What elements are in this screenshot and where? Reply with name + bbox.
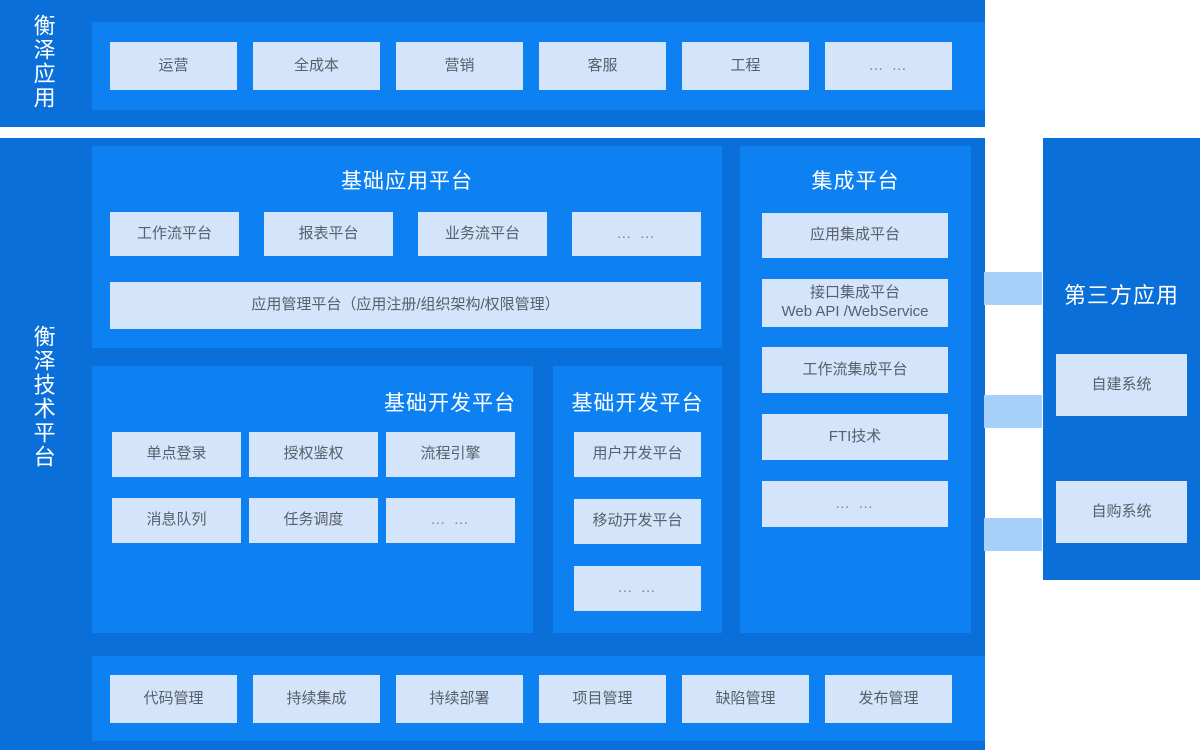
devops-tile-continuous-deployment[interactable]: 持续部署 <box>396 675 523 723</box>
base-app-tile-report-platform[interactable]: 报表平台 <box>264 212 393 256</box>
dev-tile-single-sign-on[interactable]: 单点登录 <box>112 432 241 477</box>
devops-tile-release-management[interactable]: 发布管理 <box>825 675 952 723</box>
app-tile-engineering[interactable]: 工程 <box>682 42 809 90</box>
dev-tile-process-engine[interactable]: 流程引擎 <box>386 432 515 477</box>
integration-tile-workflow-integration[interactable]: 工作流集成平台 <box>762 347 948 393</box>
dev-side-tile-user-development-platform[interactable]: 用户开发平台 <box>574 432 701 477</box>
integration-tile-fti-technology[interactable]: FTI技术 <box>762 414 948 460</box>
dev-side-tile-more[interactable]: … … <box>574 566 701 611</box>
base-app-tile-more[interactable]: … … <box>572 212 701 256</box>
connector-block-2 <box>984 395 1042 428</box>
devops-tile-defect-management[interactable]: 缺陷管理 <box>682 675 809 723</box>
integration-tile-interface-integration[interactable]: 接口集成平台 Web API /WebService <box>762 279 948 327</box>
devops-tile-code-management[interactable]: 代码管理 <box>110 675 237 723</box>
base-development-platform-side-panel: 基础开发平台 用户开发平台 移动开发平台 … … <box>553 366 722 633</box>
application-management-platform-tile[interactable]: 应用管理平台（应用注册/组织架构/权限管理） <box>110 282 701 329</box>
integration-tile-application-integration[interactable]: 应用集成平台 <box>762 213 948 258</box>
dev-tile-more[interactable]: … … <box>386 498 515 543</box>
dev-tile-task-scheduling[interactable]: 任务调度 <box>249 498 378 543</box>
integration-platform-title: 集成平台 <box>811 170 900 193</box>
applications-rail-label: 衡泽应用 <box>30 14 56 110</box>
dev-tile-message-queue[interactable]: 消息队列 <box>112 498 241 543</box>
third-party-tile-self-built-system[interactable]: 自建系统 <box>1056 354 1187 416</box>
integration-platform-panel: 集成平台 应用集成平台 接口集成平台 Web API /WebService 工… <box>740 146 971 633</box>
connector-block-3 <box>984 518 1042 551</box>
devops-tile-project-management[interactable]: 项目管理 <box>539 675 666 723</box>
dev-tile-authorization[interactable]: 授权鉴权 <box>249 432 378 477</box>
base-application-platform-title: 基础应用平台 <box>341 170 473 193</box>
base-app-tile-business-flow-platform[interactable]: 业务流平台 <box>418 212 547 256</box>
third-party-applications-panel: 第三方应用 自建系统 自购系统 <box>1043 138 1200 580</box>
base-development-platform-title: 基础开发平台 <box>384 392 516 415</box>
base-application-platform-panel: 基础应用平台 工作流平台 报表平台 业务流平台 … … 应用管理平台（应用注册/… <box>92 146 722 348</box>
app-tile-more[interactable]: … … <box>825 42 952 90</box>
app-tile-full-cost[interactable]: 全成本 <box>253 42 380 90</box>
app-tile-customer-service[interactable]: 客服 <box>539 42 666 90</box>
third-party-applications-title: 第三方应用 <box>1063 283 1179 308</box>
app-tile-marketing[interactable]: 营销 <box>396 42 523 90</box>
third-party-tile-purchased-system[interactable]: 自购系统 <box>1056 481 1187 543</box>
app-tile-operations[interactable]: 运营 <box>110 42 237 90</box>
base-app-tile-workflow-platform[interactable]: 工作流平台 <box>110 212 239 256</box>
dev-side-tile-mobile-development-platform[interactable]: 移动开发平台 <box>574 499 701 544</box>
devops-tile-continuous-integration[interactable]: 持续集成 <box>253 675 380 723</box>
integration-tile-more[interactable]: … … <box>762 481 948 527</box>
base-development-platform-side-title: 基础开发平台 <box>571 392 704 415</box>
connector-block-1 <box>984 272 1042 305</box>
devops-panel: 代码管理 持续集成 持续部署 项目管理 缺陷管理 发布管理 <box>92 656 985 741</box>
base-development-platform-panel: 基础开发平台 单点登录 授权鉴权 流程引擎 消息队列 任务调度 … … <box>92 366 533 633</box>
applications-panel: 运营 全成本 营销 客服 工程 … … <box>92 22 985 110</box>
technology-platform-rail-label: 衡泽技术平台 <box>30 325 56 469</box>
